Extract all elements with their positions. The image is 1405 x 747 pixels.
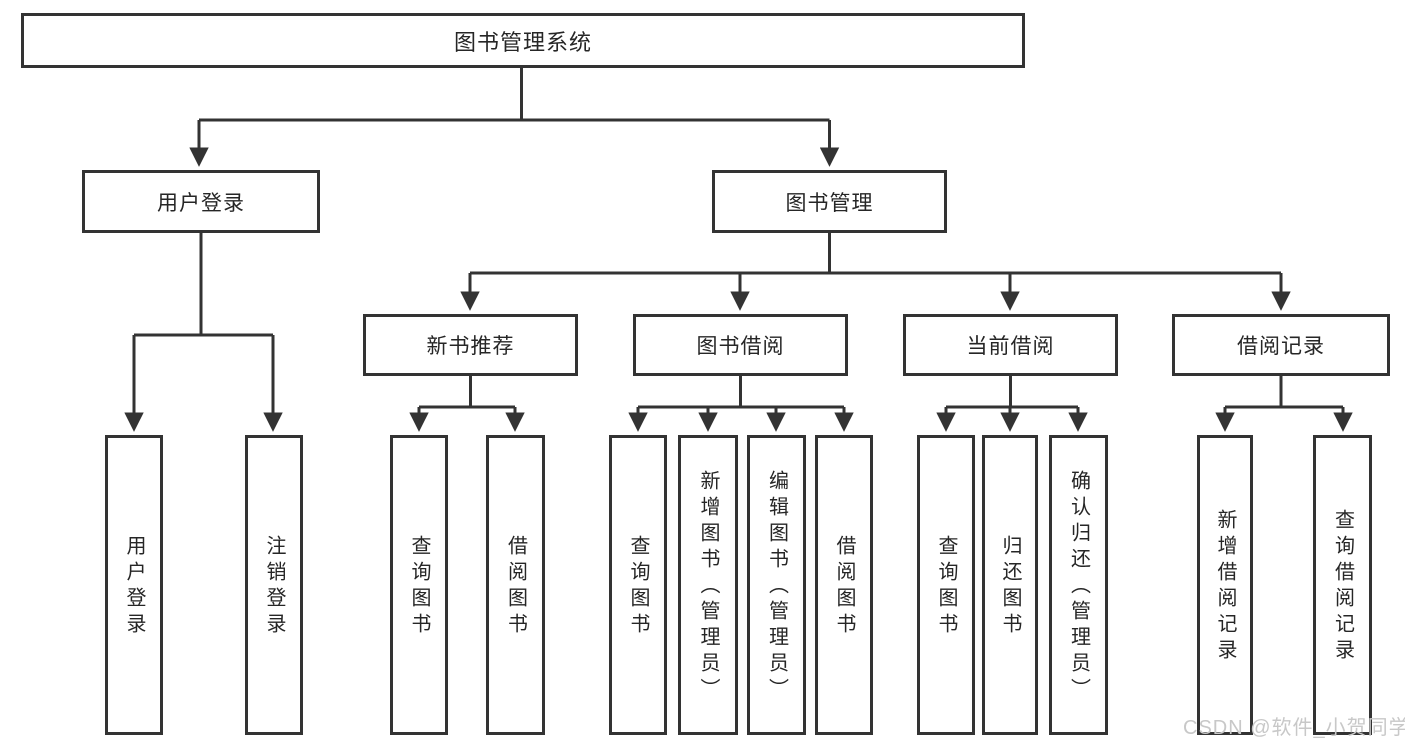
- node-edit-book-admin: 编辑图书（管理员）: [747, 435, 806, 735]
- node-borrow-books: 借阅图书: [815, 435, 873, 735]
- node-query-books-borrow: 查询图书: [609, 435, 667, 735]
- node-book-borrow: 图书借阅: [633, 314, 848, 376]
- node-query-books-recommend: 查询图书: [390, 435, 448, 735]
- node-add-book-admin: 新增图书（管理员）: [678, 435, 738, 735]
- node-borrow-books-recommend: 借阅图书: [486, 435, 545, 735]
- node-query-borrow-record: 查询借阅记录: [1313, 435, 1372, 735]
- node-return-book: 归还图书: [982, 435, 1038, 735]
- node-book-management: 图书管理: [712, 170, 947, 233]
- node-query-books-current: 查询图书: [917, 435, 975, 735]
- node-confirm-return-admin: 确认归还（管理员）: [1049, 435, 1108, 735]
- node-borrow-records: 借阅记录: [1172, 314, 1390, 376]
- node-user-login: 用户登录: [105, 435, 163, 735]
- node-new-book-recommend: 新书推荐: [363, 314, 578, 376]
- node-current-borrow: 当前借阅: [903, 314, 1118, 376]
- node-add-borrow-record: 新增借阅记录: [1197, 435, 1253, 735]
- node-logout: 注销登录: [245, 435, 303, 735]
- node-user-login-module: 用户登录: [82, 170, 320, 233]
- watermark: CSDN @软件_小贺同学: [1183, 717, 1405, 739]
- node-root: 图书管理系统: [21, 13, 1025, 68]
